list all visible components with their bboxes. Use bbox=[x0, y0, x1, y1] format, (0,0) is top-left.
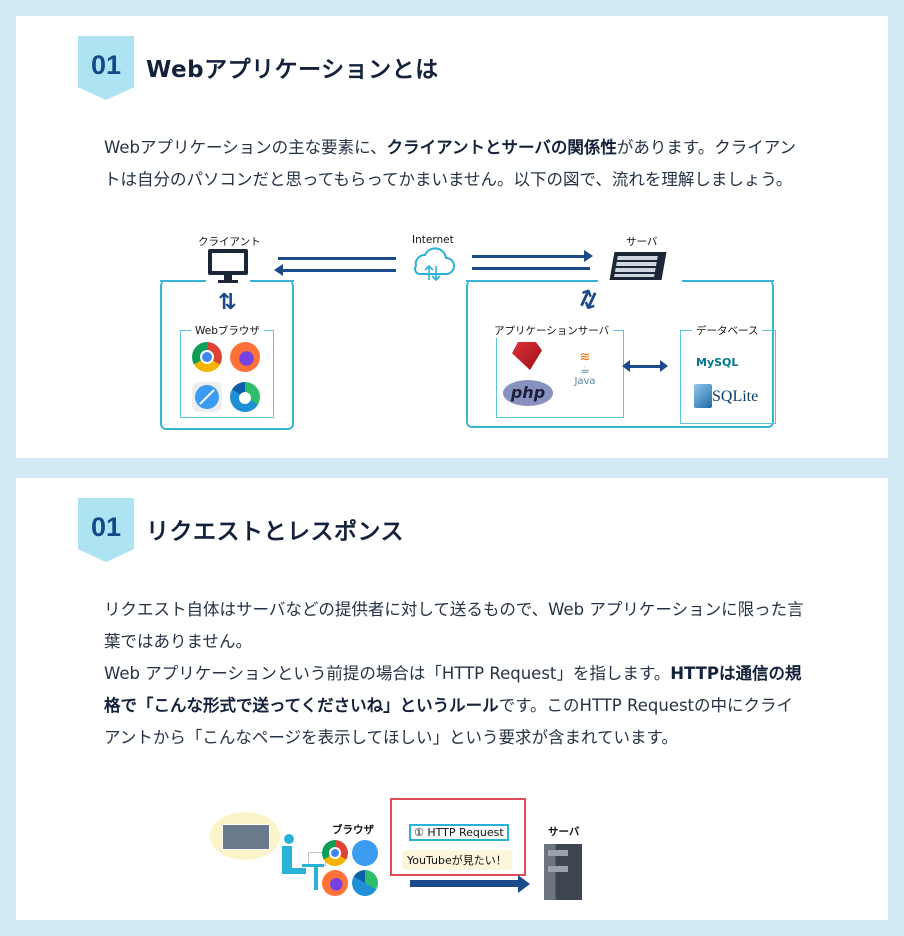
thought-bubble-icon bbox=[210, 812, 280, 860]
chrome-icon bbox=[322, 840, 348, 866]
emphasis-text: クライアントとサーバの関係性 bbox=[386, 138, 617, 157]
http-request-label: ① HTTP Request bbox=[409, 824, 509, 841]
edge-icon bbox=[230, 382, 260, 412]
internet-label: Internet bbox=[412, 234, 454, 246]
speech-bubble: YouTubeが見たい！ bbox=[402, 850, 512, 870]
appserver-group-label: アプリケーションサーバ bbox=[490, 323, 614, 338]
response-line-right bbox=[472, 267, 590, 270]
browser-group-label: Webブラウザ bbox=[191, 323, 264, 338]
cloud-icon bbox=[408, 246, 456, 286]
http-request-highlight-box bbox=[390, 798, 526, 876]
response-line bbox=[278, 269, 396, 272]
monitor-icon bbox=[208, 249, 248, 283]
emphasis-text: HTTPは通信の規格で「こんな形式で送ってくださいね」というルール bbox=[104, 664, 802, 715]
sqlite-text: SQLite bbox=[712, 388, 759, 405]
server-rack-icon bbox=[609, 252, 667, 280]
server-box bbox=[466, 280, 774, 428]
browser-label: ブラウザ bbox=[332, 824, 374, 836]
server-label: サーバ bbox=[626, 236, 658, 248]
section-title: Webアプリケーションとは bbox=[146, 57, 439, 83]
server-tower-icon bbox=[544, 844, 582, 900]
section-paragraph: Webアプリケーションの主な要素に、クライアントとサーバの関係性があります。クラ… bbox=[104, 138, 797, 189]
request-line-right bbox=[472, 255, 586, 258]
client-box bbox=[160, 280, 294, 430]
java-icon: ≋ ☕ Java bbox=[574, 350, 596, 387]
php-icon: php bbox=[503, 380, 553, 406]
firefox-icon bbox=[322, 870, 348, 896]
database-group-label: データベース bbox=[692, 323, 763, 338]
client-label: クライアント bbox=[198, 236, 261, 248]
arrow-left-icon bbox=[274, 264, 283, 276]
edge-icon bbox=[352, 870, 378, 896]
request-line bbox=[278, 257, 396, 260]
arrow-right-icon bbox=[584, 250, 593, 262]
database-group-box bbox=[680, 330, 776, 424]
arrow-right-icon bbox=[518, 875, 530, 893]
section-number-badge: 01 bbox=[78, 36, 134, 100]
person-at-desk-icon bbox=[278, 834, 326, 890]
safari-icon bbox=[192, 382, 222, 412]
section-card-request-response: 01 リクエストとレスポンス リクエスト自体はサーバなどの提供者に対して送るもの… bbox=[16, 478, 888, 920]
section-number-badge: 01 bbox=[78, 498, 134, 562]
sqlite-logo bbox=[694, 384, 712, 408]
chrome-icon bbox=[192, 342, 222, 372]
mysql-logo: MySQL bbox=[696, 356, 739, 369]
server-label: サーバ bbox=[548, 826, 580, 838]
section-title: リクエストとレスポンス bbox=[146, 519, 405, 545]
section-card-web-application: 01 Webアプリケーションとは Webアプリケーションの主な要素に、クライアン… bbox=[16, 16, 888, 458]
appserver-group-box bbox=[496, 330, 624, 418]
bidirectional-arrow-icon bbox=[622, 360, 668, 372]
firefox-icon bbox=[230, 342, 260, 372]
http-request-diagram: ブラウザ ① HTTP Request YouTubeが見たい！ サーバ bbox=[16, 478, 888, 920]
up-down-arrows-icon: ⇅ bbox=[218, 290, 237, 315]
client-server-diagram: クライアント ⇅ Webブラウザ Internet サーバ bbox=[16, 16, 888, 458]
safari-icon bbox=[352, 840, 378, 866]
request-arrow bbox=[410, 880, 520, 887]
section-paragraph: リクエスト自体はサーバなどの提供者に対して送るもので、Web アプリケーションに… bbox=[104, 600, 804, 747]
